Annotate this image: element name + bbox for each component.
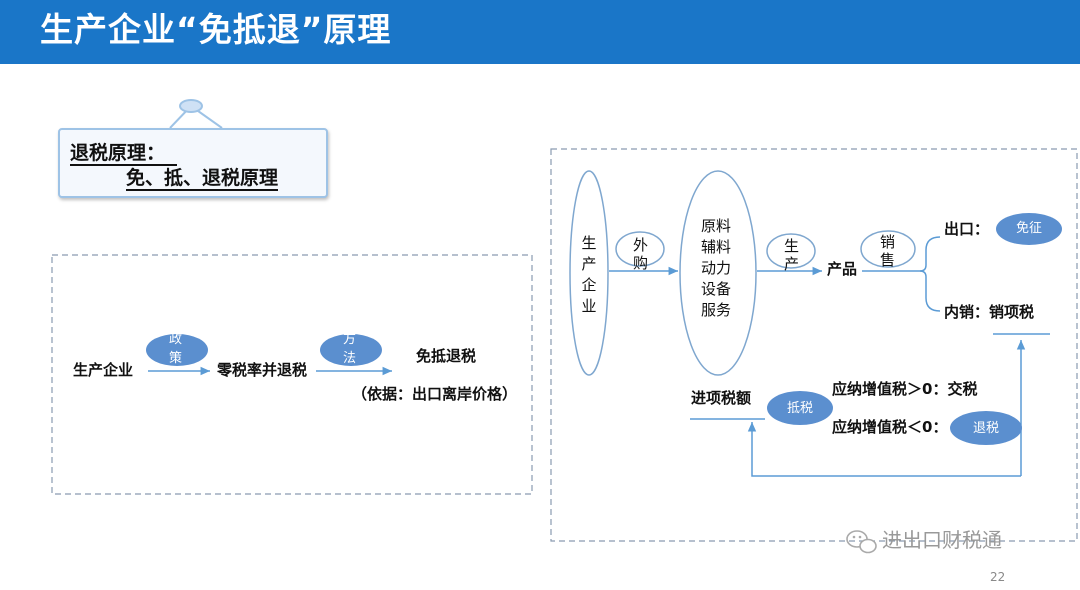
principle-callout: 退税原理： 免、抵、退税原理 <box>58 128 328 198</box>
left-frame <box>51 254 533 495</box>
callout-heading: 退税原理： <box>70 142 178 166</box>
produce-badge <box>766 233 816 269</box>
page-number: 22 <box>990 570 1006 584</box>
offset-badge-text: 抵税 <box>787 401 814 416</box>
sales-badge-label: 销 售 <box>880 233 896 269</box>
producer-node <box>569 170 609 376</box>
basis-label: （依据：出口离岸价格） <box>352 385 518 403</box>
export-badge <box>996 213 1062 245</box>
input-item: 服务 <box>701 301 732 319</box>
callout-subtitle: 免、抵、退税原理 <box>126 167 279 191</box>
title-bar: 生产企业“免抵退”原理 <box>0 0 1080 64</box>
policy-badge-char-2: 策 <box>169 351 183 366</box>
export-badge-text: 免征 <box>1016 221 1043 236</box>
input-tax-label: 进项税额 <box>691 389 752 407</box>
rate-label: 零税率并退税 <box>217 361 308 379</box>
input-item: 设备 <box>701 280 732 298</box>
callout-decoration <box>169 99 223 129</box>
method-badge <box>320 334 382 366</box>
inputs-node <box>679 170 757 376</box>
method-badge-char-2: 法 <box>343 351 357 366</box>
payable-negative-label: 应纳增值税＜0： <box>832 418 948 436</box>
policy-badge-char-1: 政 <box>169 332 183 347</box>
left-source-label: 生产企业 <box>73 361 134 379</box>
input-item: 辅料 <box>701 238 732 256</box>
produce-badge-label: 生 产 <box>784 237 800 273</box>
product-label: 产品 <box>827 260 858 278</box>
purchase-badge-label: 外 购 <box>633 236 649 272</box>
wechat-icon <box>846 530 877 554</box>
export-label: 出口： <box>944 220 990 238</box>
producer-label: 生 产 企 业 <box>581 234 597 315</box>
export-bracket <box>919 236 941 312</box>
inputs-list: 原料 辅料 动力 设备 服务 <box>701 216 731 321</box>
method-badge-char-1: 方 <box>343 332 357 347</box>
right-frame <box>550 148 1078 542</box>
policy-badge <box>146 334 208 366</box>
offset-badge <box>767 391 833 425</box>
payable-positive-label: 应纳增值税＞0：交税 <box>832 380 978 398</box>
refund-badge <box>950 411 1022 445</box>
purchase-badge <box>615 231 665 267</box>
input-item: 原料 <box>701 217 732 235</box>
domestic-label: 内销：销项税 <box>944 303 1035 321</box>
sales-badge <box>860 230 916 268</box>
feedback-loop <box>747 422 1021 477</box>
watermark-text: 进出口财税通 <box>882 528 1002 552</box>
result-label: 免抵退税 <box>416 347 477 365</box>
page-title: 生产企业“免抵退”原理 <box>40 10 392 49</box>
input-item: 动力 <box>701 259 732 277</box>
refund-badge-text: 退税 <box>973 421 1000 436</box>
